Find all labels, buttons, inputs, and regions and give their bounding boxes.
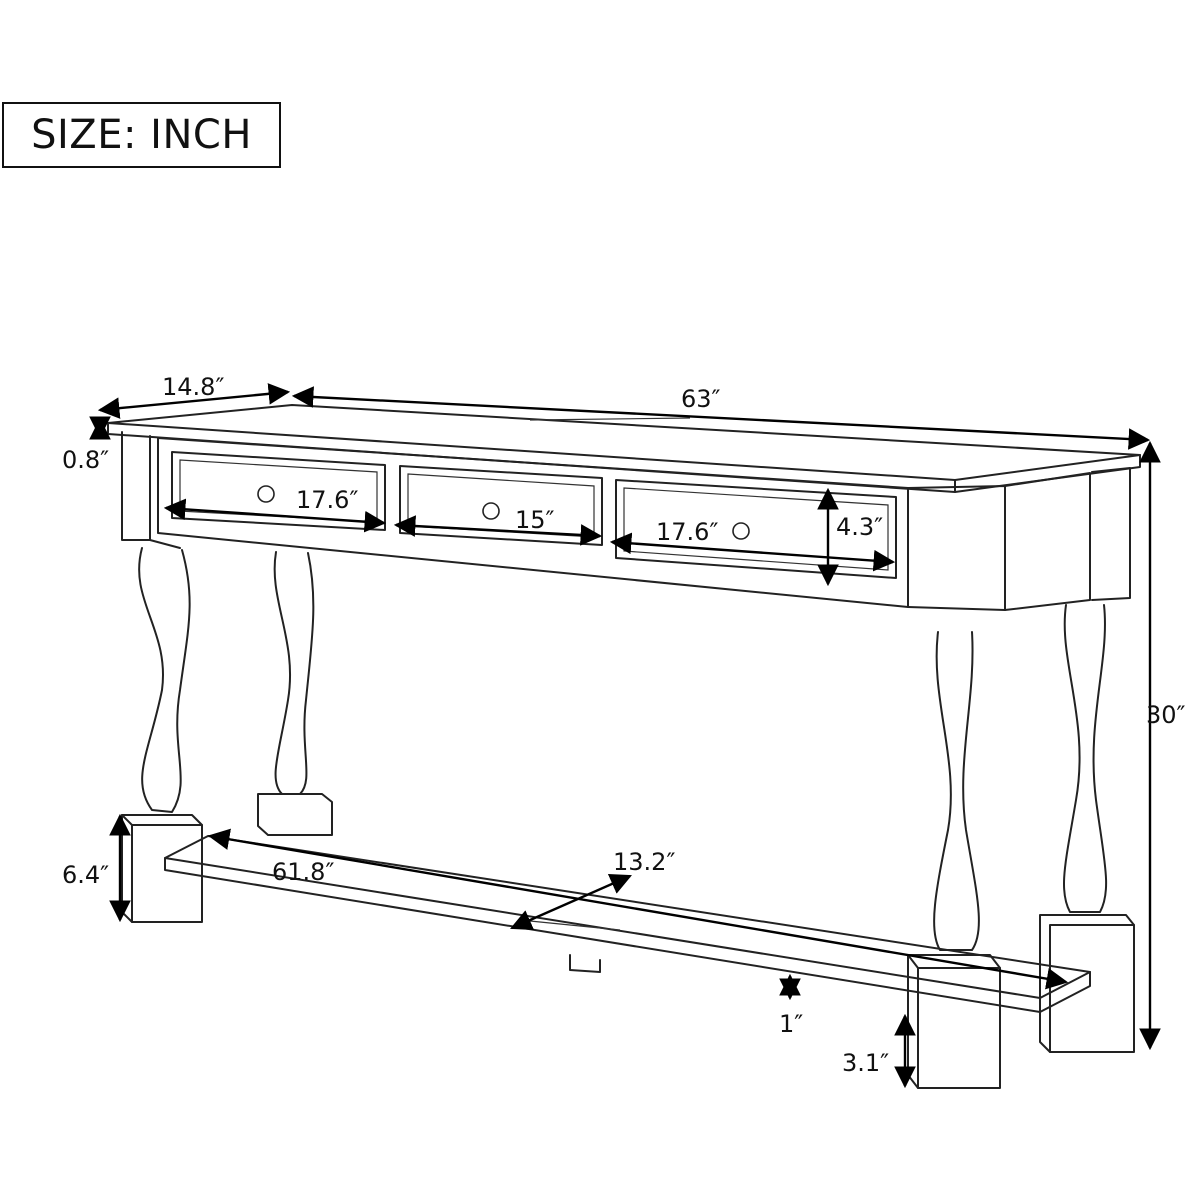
- knob-icon: [732, 522, 750, 540]
- dim-drawer-left-line: [163, 498, 387, 533]
- label-clearance: 3.1″: [842, 1049, 889, 1077]
- foot-front-left: [121, 814, 203, 923]
- dim-shelf-length-line: [207, 828, 1069, 990]
- label-shelf-thickness: 1″: [779, 1010, 803, 1038]
- dim-shelf-depth-line: [510, 873, 632, 931]
- label-foot-height: 6.4″: [62, 861, 109, 889]
- label-total-height: 30″: [1146, 701, 1186, 729]
- dim-length-line: [291, 386, 1151, 450]
- leg-front-right: [933, 631, 980, 951]
- dim-drawer-right-line: [609, 532, 896, 572]
- foot-front-right: [907, 954, 1001, 1089]
- leg-front-left: [138, 547, 191, 813]
- label-shelf-depth: 13.2″: [613, 848, 675, 876]
- label-drawer-height: 4.3″: [836, 513, 883, 541]
- apron-right-end: [907, 467, 1131, 611]
- dim-drawer-middle-line: [393, 515, 603, 546]
- apron-left-end: [121, 431, 181, 549]
- table-top: [107, 404, 1141, 493]
- drawer-middle: [399, 465, 603, 546]
- units-label-box: SIZE: INCH: [2, 102, 281, 168]
- label-drawer-left: 17.6″: [296, 486, 358, 514]
- knob-icon: [257, 485, 275, 503]
- label-length: 63″: [681, 385, 721, 413]
- leg-back-left: [273, 551, 315, 795]
- label-drawer-right: 17.6″: [656, 518, 718, 546]
- foot-back-right: [1039, 914, 1135, 1053]
- dim-depth-line: [97, 383, 291, 419]
- label-top-thickness: 0.8″: [62, 446, 109, 474]
- label-depth: 14.8″: [162, 373, 224, 401]
- label-shelf-length: 61.8″: [272, 858, 334, 886]
- knob-icon: [482, 502, 500, 520]
- leg-back-right: [1062, 604, 1108, 913]
- foot-back-left: [257, 793, 333, 836]
- label-drawer-middle: 15″: [515, 506, 555, 534]
